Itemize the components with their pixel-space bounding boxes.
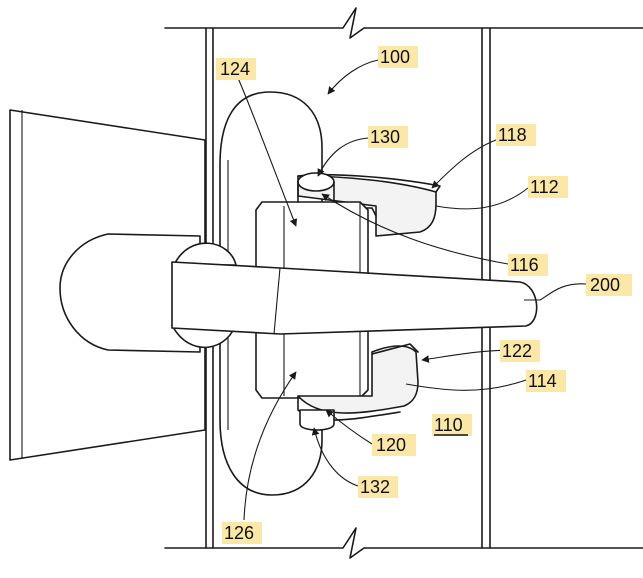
svg-text:120: 120 — [376, 435, 406, 455]
label-118: 118 — [496, 124, 536, 146]
lever-handle — [59, 233, 538, 353]
label-132: 132 — [358, 476, 398, 498]
leader-lines — [237, 59, 587, 521]
svg-text:100: 100 — [380, 47, 410, 67]
svg-text:126: 126 — [224, 523, 254, 543]
reference-labels: 100 124 130 118 112 116 200 122 — [216, 46, 632, 544]
svg-text:110: 110 — [434, 415, 463, 435]
svg-text:114: 114 — [528, 371, 557, 391]
svg-text:132: 132 — [360, 477, 390, 497]
label-116: 116 — [508, 254, 548, 276]
label-124: 124 — [216, 58, 256, 80]
svg-text:116: 116 — [510, 255, 539, 275]
label-110: 110 — [432, 414, 472, 436]
label-200: 200 — [586, 274, 632, 296]
svg-text:124: 124 — [220, 59, 250, 79]
label-122: 122 — [500, 340, 540, 362]
label-130: 130 — [368, 126, 408, 148]
label-114: 114 — [526, 370, 566, 392]
svg-text:200: 200 — [590, 275, 620, 295]
svg-text:130: 130 — [370, 127, 400, 147]
svg-text:112: 112 — [530, 177, 559, 197]
label-100: 100 — [378, 46, 418, 68]
svg-text:122: 122 — [502, 341, 532, 361]
label-112: 112 — [528, 176, 568, 198]
upper-pivot-pin — [297, 172, 335, 203]
svg-text:118: 118 — [498, 125, 527, 145]
label-126: 126 — [222, 522, 262, 544]
label-120: 120 — [372, 434, 416, 456]
